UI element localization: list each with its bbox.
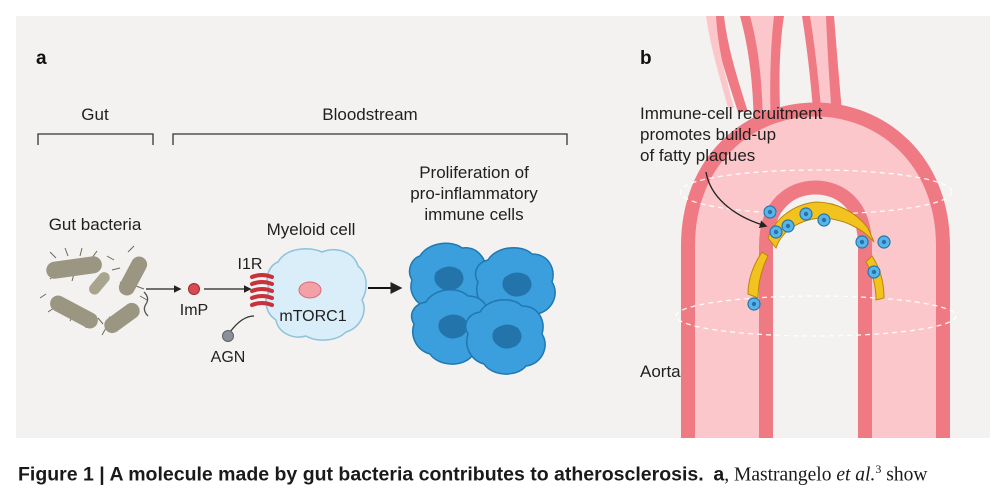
recruitment-label-line3: of fatty plaques: [640, 146, 755, 165]
aorta-label: Aorta: [640, 362, 681, 381]
proliferation-label-line2: pro-inflammatory: [410, 184, 538, 203]
agn-label: AGN: [211, 349, 246, 366]
immune-cell-nuclei: [751, 209, 887, 307]
gut-bacteria-illustration: [39, 245, 149, 336]
figure-diagram: a Gut Bloodstream Gut bacteria ImP I1R M…: [36, 16, 957, 438]
recruitment-pointer: [705, 171, 768, 228]
bloodstream-section-label: Bloodstream: [322, 105, 417, 124]
immune-cell: [464, 299, 546, 375]
panel-b-letter: b: [640, 48, 652, 69]
caption-italic: et al.: [836, 464, 876, 486]
i1r-label: I1R: [238, 256, 263, 273]
caption-reference: 3: [875, 462, 882, 476]
caption-title: A molecule made by gut bacteria contribu…: [109, 463, 704, 486]
agn-molecule: [222, 330, 234, 342]
imp-molecule: [188, 283, 200, 295]
gut-bacteria-label: Gut bacteria: [49, 215, 142, 234]
gut-bracket: [37, 133, 154, 145]
figure-caption: Figure 1 | A molecule made by gut bacter…: [18, 462, 993, 487]
bloodstream-bracket: [172, 133, 568, 145]
proliferation-label-line1: Proliferation of: [419, 163, 529, 182]
caption-separator: |: [93, 463, 110, 486]
myeloid-cell-label: Myeloid cell: [267, 220, 356, 239]
caption-text-before: , Mastrangelo: [724, 464, 837, 486]
i1r-receptor: [250, 273, 274, 307]
recruitment-label-line2: promotes build-up: [640, 125, 776, 144]
proliferation-label-line3: immune cells: [424, 205, 523, 224]
mtorc1-label: mTORC1: [279, 308, 346, 325]
caption-figure-label: Figure 1: [18, 463, 94, 486]
panel-a-letter: a: [36, 48, 47, 69]
agn-inhibition-arrow: [229, 315, 255, 333]
gut-section-label: Gut: [81, 105, 109, 124]
caption-part-letter: a: [713, 463, 725, 486]
caption-text-after: show: [881, 464, 928, 486]
mtorc1-marker: [298, 281, 322, 299]
aorta-illustration: [675, 16, 957, 438]
imp-label: ImP: [180, 302, 208, 319]
immune-cell-cluster: [408, 242, 556, 375]
recruitment-label-line1: Immune-cell recruitment: [640, 104, 823, 123]
